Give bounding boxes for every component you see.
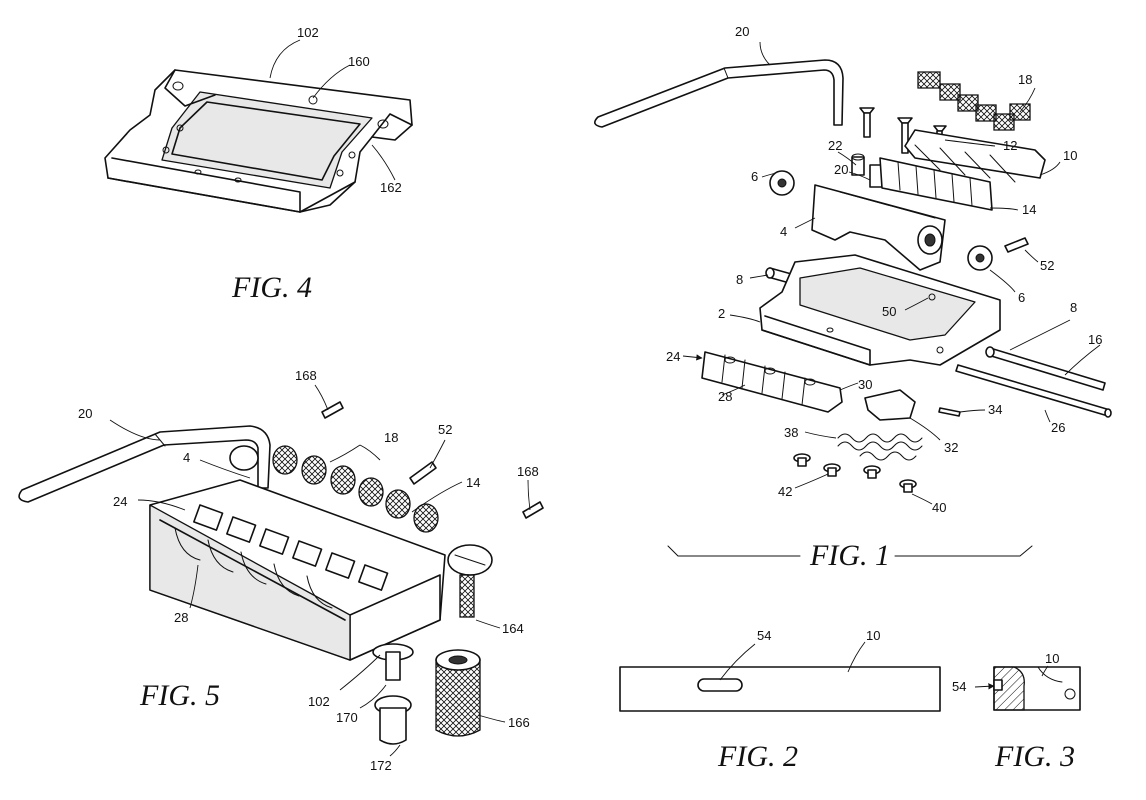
fig3-slot-54	[993, 679, 1003, 691]
fig1-inserts-22-20	[851, 153, 883, 188]
fig1-ref-22: 22	[828, 138, 842, 153]
fig5-bushing-166	[435, 649, 481, 737]
fig2-label: FIG. 2	[717, 740, 798, 773]
fig1-ref-42: 42	[778, 484, 792, 499]
fig5-ref-168-right: 168	[517, 464, 539, 479]
fig1-main-block-4	[811, 184, 946, 271]
fig1-ref-20-part: 20	[834, 162, 848, 177]
fig1-ref-12: 12	[1003, 138, 1017, 153]
fig2-ref-10: 10	[866, 628, 880, 643]
fig5-ref-170: 170	[336, 710, 358, 725]
fig1-saddle-assembly-24	[701, 351, 843, 413]
fig5-washer-170	[372, 643, 414, 681]
fig5-ref-164: 164	[502, 621, 524, 636]
fig5-saddles	[174, 504, 389, 609]
fig1-ref-26: 26	[1051, 420, 1065, 435]
fig1-ref-40: 40	[932, 500, 946, 515]
fig5-bridge-housing	[149, 479, 446, 661]
fig5-ref-172: 172	[370, 758, 392, 773]
fig1-ref-2: 2	[718, 306, 725, 321]
fig1-ref-24: 24	[666, 349, 680, 364]
fig1-ref-8-right: 8	[1070, 300, 1077, 315]
fig1-pin-52	[1004, 237, 1029, 253]
fig5-ref-20: 20	[78, 406, 92, 421]
fig4-label: FIG. 4	[231, 271, 312, 304]
fig5-small-screws	[321, 401, 544, 519]
fig4-ref-102: 102	[297, 25, 319, 40]
fig2-group: 54 10 FIG. 2	[619, 628, 941, 773]
fig1-bearing-6-left	[769, 170, 795, 196]
fig1-ref-50: 50	[882, 304, 896, 319]
fig1-ref-4: 4	[780, 224, 787, 239]
fig4-ref-162: 162	[380, 180, 402, 195]
fig5-ref-18: 18	[384, 430, 398, 445]
fig1-spring-claws-42-40	[793, 453, 917, 493]
fig3-ref-10: 10	[1045, 651, 1059, 666]
fig1-tremolo-arm	[594, 59, 844, 128]
fig1-ref-10: 10	[1063, 148, 1077, 163]
fig1-springs-38	[837, 433, 923, 461]
fig1-ref-20-arm: 20	[735, 24, 749, 39]
fig5-ref-24: 24	[113, 494, 127, 509]
fig1-ref-52: 52	[1040, 258, 1054, 273]
fig1-group: 20 18 12 10 22 20 14 6 4 52 6 8 50 8 2 1…	[594, 24, 1112, 572]
fig1-bearing-6-right	[967, 245, 993, 271]
fig3-label: FIG. 3	[994, 740, 1075, 773]
fig1-ref-32: 32	[944, 440, 958, 455]
fig5-ref-52: 52	[438, 422, 452, 437]
fig3-hatched-section	[993, 666, 1025, 711]
fig1-clamp-32	[864, 389, 916, 421]
fig1-ref-8-left: 8	[736, 272, 743, 287]
fig5-ref-102: 102	[308, 694, 330, 709]
fig1-pin-34	[938, 407, 961, 417]
fig1-ref-16: 16	[1088, 332, 1102, 347]
fig4-base-frame	[104, 69, 413, 213]
fig1-caption-bracket	[667, 545, 1033, 557]
fig1-ref-38: 38	[784, 425, 798, 440]
fig3-group: 54 10 FIG. 3	[952, 651, 1081, 773]
fig1-ref-34: 34	[988, 402, 1002, 417]
fig3-ref-54: 54	[952, 679, 966, 694]
fig1-label: FIG. 1	[809, 539, 890, 572]
fig1-ref-14: 14	[1022, 202, 1036, 217]
fig4-ref-160: 160	[348, 54, 370, 69]
fig1-saddle-row-14	[879, 157, 993, 211]
fig5-ref-4: 4	[183, 450, 190, 465]
fig5-ref-168-top: 168	[295, 368, 317, 383]
fig1-ref-28: 28	[718, 389, 732, 404]
fig1-saddle-block-10	[904, 129, 1046, 183]
fig1-base-plate-2	[759, 254, 1001, 366]
fig1-ref-18: 18	[1018, 72, 1032, 87]
fig5-ref-28: 28	[174, 610, 188, 625]
fig5-ref-166: 166	[508, 715, 530, 730]
fig5-label: FIG. 5	[139, 679, 220, 712]
fig1-ref-30: 30	[858, 377, 872, 392]
fig1-ref-6-left: 6	[751, 169, 758, 184]
fig2-block	[619, 666, 941, 712]
fig2-ref-54: 54	[757, 628, 771, 643]
fig5-knurled-knobs	[229, 445, 439, 533]
fig5-ref-14: 14	[466, 475, 480, 490]
fig1-knobs-18	[917, 71, 1031, 131]
fig5-insert-172	[374, 695, 412, 745]
fig2-slot-54	[697, 678, 743, 692]
fig5-group: 168 20 18 52 4 14 168 24 28 164 102 170 …	[18, 368, 544, 773]
fig5-pivot-screw-164	[447, 544, 493, 618]
fig4-group: 102 160 162 FIG. 4	[104, 25, 413, 304]
fig1-ref-6-right: 6	[1018, 290, 1025, 305]
fig1-rods-8-16-26	[955, 346, 1112, 418]
